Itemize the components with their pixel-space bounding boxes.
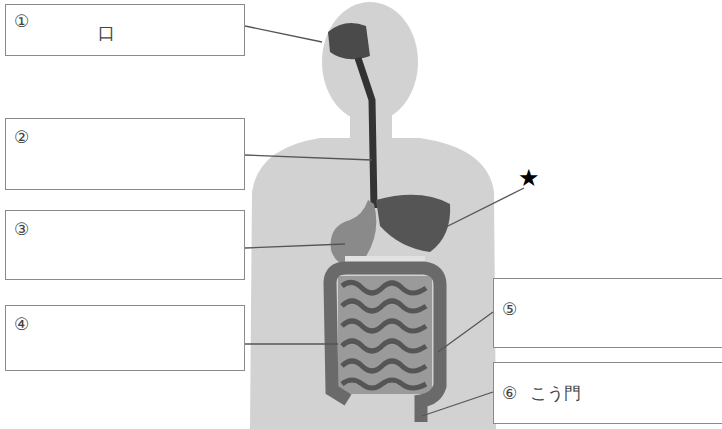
label-box: ⑥ こう門 (493, 362, 722, 424)
intestine-coil (342, 301, 426, 311)
callout-number: ⑥ (502, 385, 517, 402)
intestine-coil (342, 282, 426, 293)
label-box: ③ (5, 210, 245, 280)
leader-line (245, 244, 345, 248)
leader-line (422, 392, 493, 416)
leader-line (245, 155, 372, 160)
leader-line (245, 343, 338, 344)
leader-line (438, 312, 493, 352)
label-box: ⑤ (493, 278, 722, 348)
part-name: 口 (98, 25, 115, 42)
star-marker: ★ (518, 166, 540, 190)
oral-cavity (328, 23, 370, 59)
leader-line (245, 26, 322, 42)
callout-number: ① (14, 13, 29, 30)
small-intestine-area (338, 276, 432, 394)
label-box: ② (5, 118, 245, 190)
leader-lines (245, 26, 524, 416)
label-box: ④ (5, 305, 245, 371)
intestine-coil (342, 321, 426, 331)
callout-number: ② (14, 129, 29, 146)
callout-number: ③ (14, 221, 29, 238)
leader-line (428, 188, 524, 236)
large-intestine (330, 268, 440, 422)
stomach (331, 200, 377, 265)
intestine-coil (342, 341, 426, 351)
part-name: こう門 (530, 385, 581, 402)
intestine-coil (342, 361, 426, 371)
label-box: ①口 (5, 4, 245, 56)
intestine-coil (342, 380, 426, 388)
callout-number: ⑤ (502, 301, 517, 318)
esophagus (358, 58, 374, 208)
callout-number: ④ (14, 316, 29, 333)
liver (376, 195, 450, 252)
small-intestine (342, 282, 426, 388)
